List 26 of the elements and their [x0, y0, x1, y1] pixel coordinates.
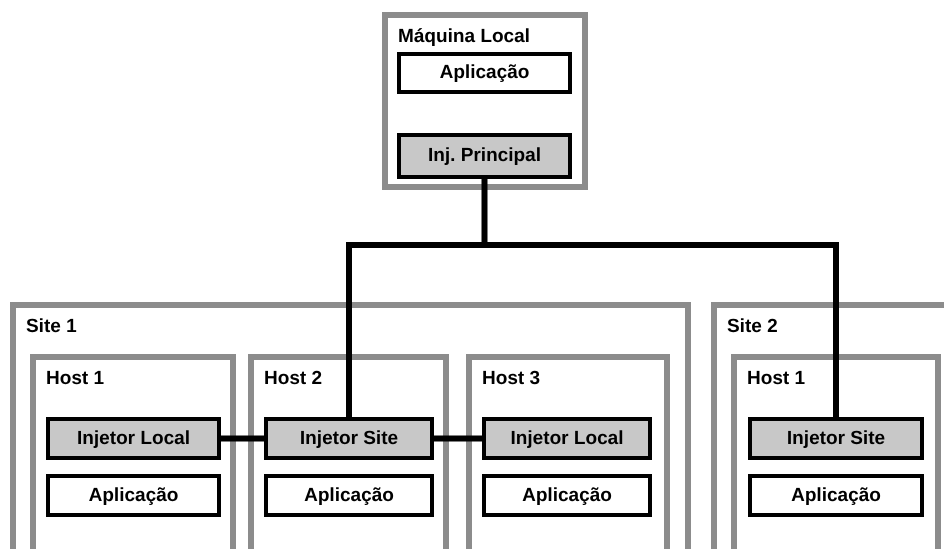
component-box: Injetor Site: [264, 417, 434, 460]
site-container: [10, 302, 691, 549]
component-box: Aplicação: [482, 474, 652, 517]
host-container: [248, 354, 449, 549]
connector-line: [434, 436, 482, 442]
component-box: Aplicação: [397, 52, 572, 94]
component-box: Aplicação: [46, 474, 221, 517]
connector-line: [221, 436, 264, 442]
container-title: Site 2: [727, 316, 778, 338]
site-container: [711, 302, 944, 549]
container-title: Host 1: [46, 368, 104, 390]
machine-container: [382, 12, 588, 190]
host-container: [731, 354, 941, 549]
host-container: [30, 354, 236, 549]
container-title: Host 3: [482, 368, 540, 390]
component-box: Injetor Local: [482, 417, 652, 460]
container-title: Máquina Local: [398, 26, 530, 48]
component-box: Aplicação: [264, 474, 434, 517]
component-box: Inj. Principal: [397, 133, 572, 179]
component-box: Aplicação: [748, 474, 924, 517]
component-box: Injetor Local: [46, 417, 221, 460]
component-box: Injetor Site: [748, 417, 924, 460]
container-title: Host 1: [747, 368, 806, 390]
host-container: [466, 354, 670, 549]
container-title: Host 2: [264, 368, 322, 390]
container-title: Site 1: [26, 316, 77, 338]
